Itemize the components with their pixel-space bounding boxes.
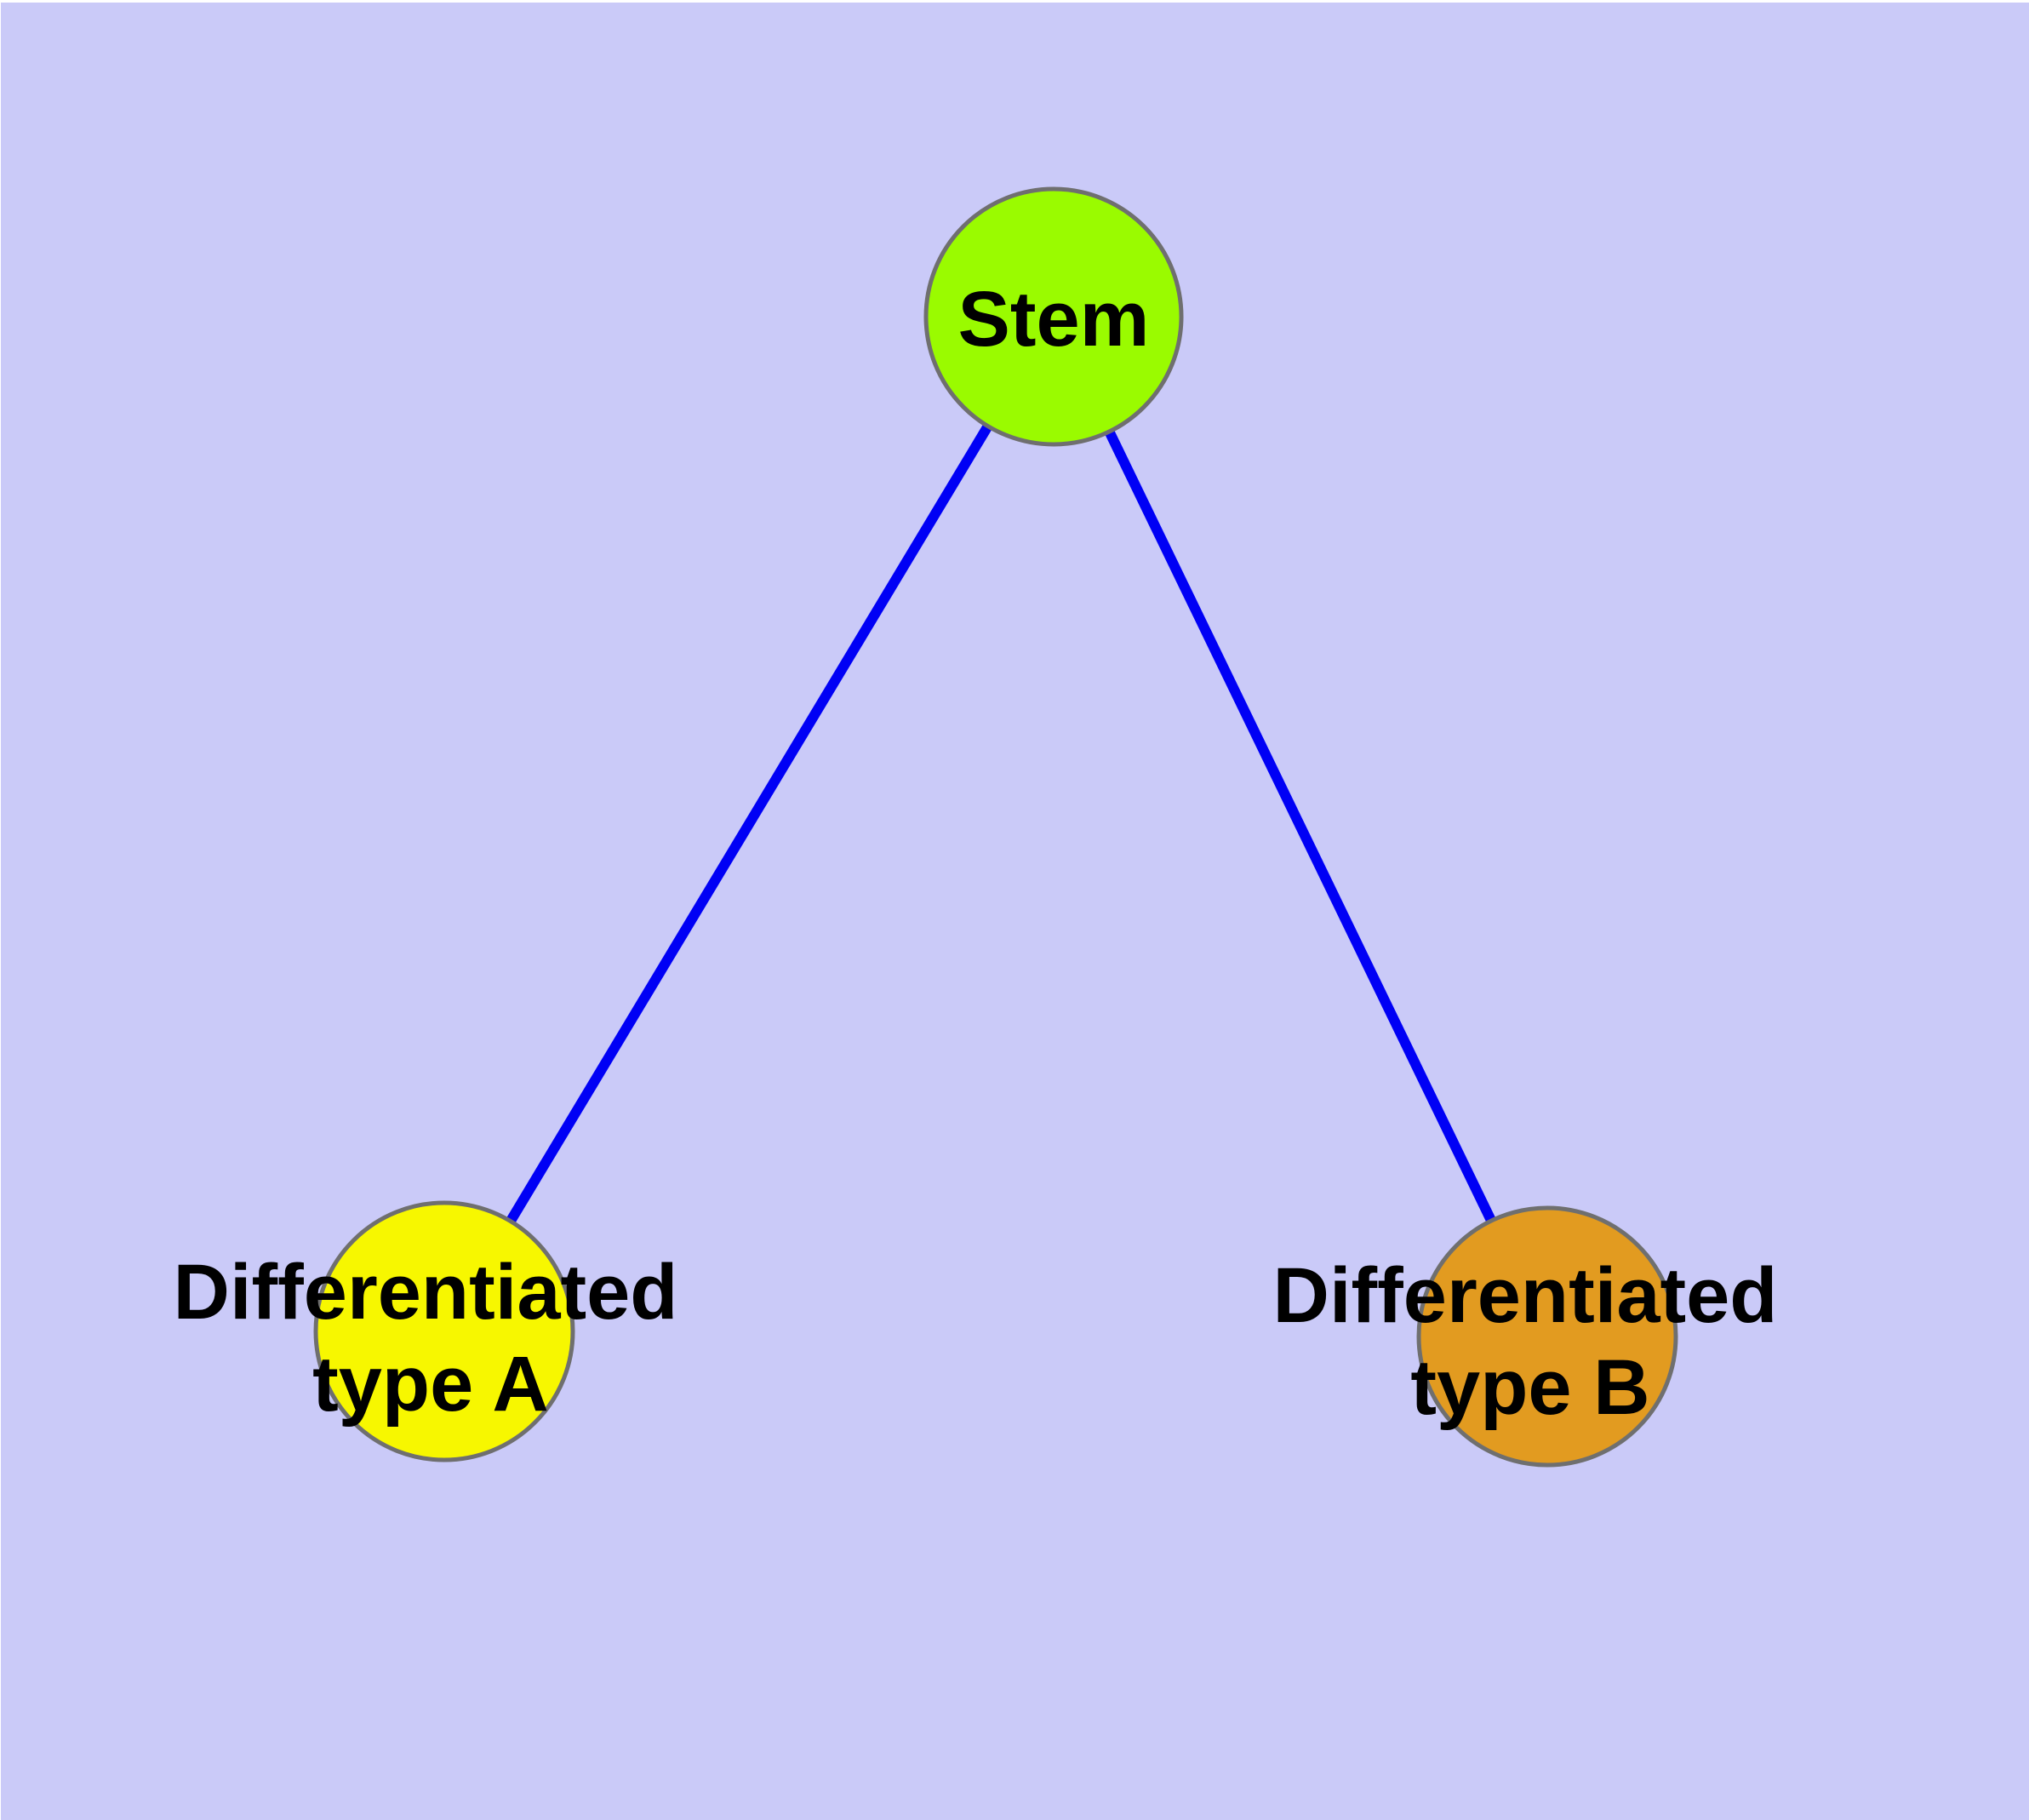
node-differentiated-type-a xyxy=(313,1200,575,1462)
node-type-b-label-line2: type B xyxy=(1410,1344,1649,1431)
node-stem-label: Stem xyxy=(958,276,1150,363)
node-type-b-label-line1: Differentiated xyxy=(1273,1252,1778,1339)
node-type-a-label-line1: Differentiated xyxy=(174,1249,678,1336)
node-type-a-label-line2: type A xyxy=(312,1341,549,1428)
edge-stem-to-type-b xyxy=(1049,314,1552,1339)
node-differentiated-type-b xyxy=(1416,1205,1678,1468)
node-stem xyxy=(923,186,1184,447)
edge-stem-to-type-a xyxy=(439,313,1059,1335)
